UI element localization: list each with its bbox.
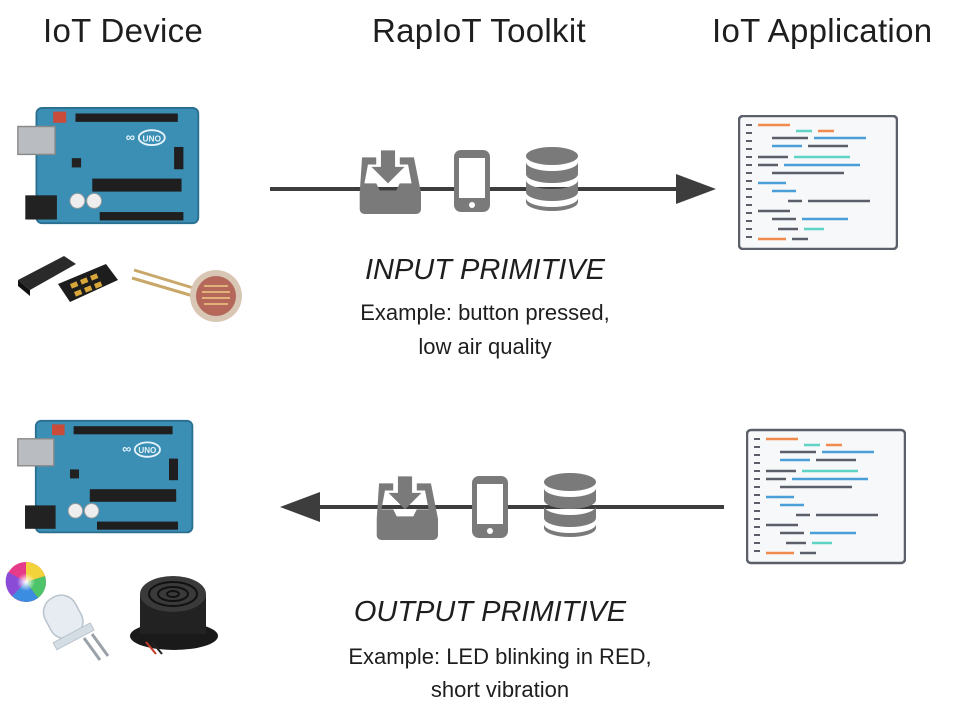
input-primitive-title: INPUT PRIMITIVE bbox=[364, 254, 606, 286]
smartphone-icon bbox=[454, 150, 490, 212]
code-document-icon bbox=[746, 428, 906, 565]
header-iot-device: IoT Device bbox=[43, 12, 204, 49]
input-example-line2: low air quality bbox=[418, 334, 552, 359]
smartphone-icon bbox=[472, 476, 508, 538]
arduino-board-icon bbox=[16, 106, 200, 225]
arduino-board-icon bbox=[16, 419, 194, 534]
database-icon bbox=[526, 147, 578, 211]
rgb-led-icon bbox=[5, 562, 110, 661]
inbox-icon bbox=[376, 476, 438, 540]
input-flow-arrow bbox=[270, 174, 716, 204]
output-primitive-title: OUTPUT PRIMITIVE bbox=[353, 596, 627, 628]
buzzer-icon bbox=[130, 576, 218, 655]
sensor-chip-icon bbox=[18, 256, 118, 302]
output-example-line1: Example: LED blinking in RED, bbox=[348, 644, 652, 669]
header-iot-application: IoT Application bbox=[712, 12, 933, 49]
output-example-line2: short vibration bbox=[430, 677, 570, 702]
output-flow-arrow bbox=[280, 492, 724, 522]
header-rapiot-toolkit: RapIoT Toolkit bbox=[372, 12, 586, 49]
code-document-icon bbox=[738, 115, 898, 250]
database-icon bbox=[544, 473, 596, 537]
photoresistor-icon bbox=[131, 268, 242, 322]
input-example-line1: Example: button pressed, bbox=[360, 300, 610, 325]
inbox-icon bbox=[359, 150, 421, 214]
